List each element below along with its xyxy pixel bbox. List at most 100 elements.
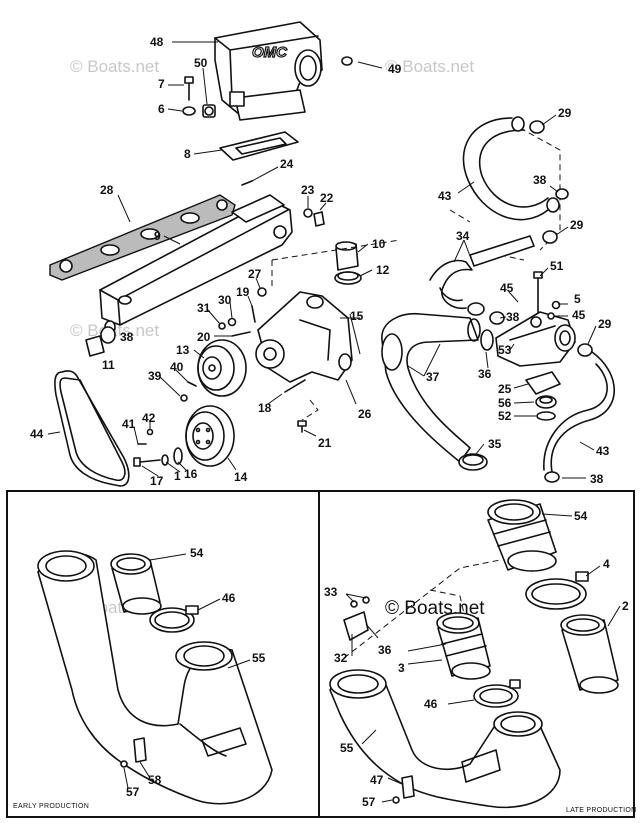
callout-22: 22 xyxy=(320,191,334,205)
callout-3: 3 xyxy=(398,661,405,675)
callout-42: 42 xyxy=(142,411,156,425)
omc-logo: OMC xyxy=(252,44,288,61)
callout-36-late: 36 xyxy=(378,643,392,657)
callout-40: 40 xyxy=(170,360,184,374)
elbow-gasket xyxy=(219,131,299,161)
callout-16: 16 xyxy=(184,467,198,481)
clamps-middle xyxy=(467,302,505,351)
callout-50: 50 xyxy=(194,56,208,70)
callout-55-early: 55 xyxy=(252,651,266,665)
late-production-panel xyxy=(318,490,635,818)
callout-33: 33 xyxy=(324,585,338,599)
late-clamp-4 xyxy=(525,571,589,610)
callout-29-right: 29 xyxy=(598,317,612,331)
callouts-early: 54 46 55 58 57 EARLY PRODUCTION xyxy=(13,546,266,810)
leader-lines-upper xyxy=(47,41,597,479)
callout-25: 25 xyxy=(498,382,512,396)
callout-48: 48 xyxy=(150,35,164,49)
clamp-35 xyxy=(458,453,488,471)
callout-31: 31 xyxy=(197,301,211,315)
small-hardware-top xyxy=(182,56,353,118)
callout-27: 27 xyxy=(248,267,262,281)
callout-34: 34 xyxy=(456,229,470,243)
manifold-hose-pieces xyxy=(85,326,116,357)
dashed-guides-upper xyxy=(271,127,561,421)
bolt-21-head xyxy=(297,420,307,427)
late-adapter-2 xyxy=(560,614,619,694)
callout-38-mid: 38 xyxy=(506,310,520,324)
upper-bypass-hose xyxy=(462,116,569,244)
callout-52: 52 xyxy=(498,409,512,423)
exhaust-manifold xyxy=(99,194,293,334)
early-clamp-46 xyxy=(149,605,199,633)
late-bracket-32-33 xyxy=(343,596,370,641)
callout-53: 53 xyxy=(498,343,512,357)
bolt-18 xyxy=(284,379,306,393)
early-y-pipe xyxy=(37,550,273,805)
callout-45-right: 45 xyxy=(572,308,586,322)
callout-4: 4 xyxy=(603,557,610,571)
thermostat-housing xyxy=(495,311,576,367)
callout-24: 24 xyxy=(280,157,294,171)
callout-23: 23 xyxy=(301,183,315,197)
callout-54-late: 54 xyxy=(574,509,588,523)
watermark-top-left: © Boats.net xyxy=(70,57,159,76)
callout-20: 20 xyxy=(197,330,211,344)
late-y-pipe xyxy=(329,669,561,809)
large-hose-37 xyxy=(381,313,481,463)
callout-32: 32 xyxy=(334,651,348,665)
callout-29-mid: 29 xyxy=(570,218,584,232)
lower-right-hose xyxy=(543,343,615,483)
circulating-pump xyxy=(255,291,353,383)
callout-28: 28 xyxy=(100,183,114,197)
early-coupler-54 xyxy=(110,553,162,615)
pump-pulley xyxy=(197,339,247,397)
pulley-bolts xyxy=(180,381,197,402)
pump-plug xyxy=(257,287,267,297)
leader-lines-early xyxy=(123,553,251,789)
late-coupler-54 xyxy=(487,499,557,572)
callout-38-bottom: 38 xyxy=(590,472,604,486)
callout-35: 35 xyxy=(488,437,502,451)
callout-18: 18 xyxy=(258,401,272,415)
callout-9: 9 xyxy=(154,229,161,243)
callout-44: 44 xyxy=(30,427,44,441)
hose-coupler-and-clamp xyxy=(334,241,362,285)
callout-57-late: 57 xyxy=(362,795,376,809)
early-bracket-58 xyxy=(120,737,147,768)
leader-lines-late xyxy=(345,513,621,803)
callout-7: 7 xyxy=(158,77,165,91)
callout-30: 30 xyxy=(218,293,232,307)
late-clamp-46 xyxy=(473,679,521,708)
thermostat-parts xyxy=(525,371,561,421)
stud xyxy=(241,180,253,186)
drive-belt-inner xyxy=(59,377,126,482)
callout-12: 12 xyxy=(376,263,390,277)
callout-38-top: 38 xyxy=(533,173,547,187)
callout-57-early: 57 xyxy=(126,785,140,799)
callout-1: 1 xyxy=(174,469,181,483)
drive-belt xyxy=(54,370,130,487)
callout-54-early: 54 xyxy=(190,546,204,560)
callout-51: 51 xyxy=(550,259,564,273)
callout-45-left: 45 xyxy=(500,281,514,295)
callout-5: 5 xyxy=(574,292,581,306)
crank-hardware xyxy=(133,428,183,467)
short-hose-34 xyxy=(429,235,535,310)
callout-46-late: 46 xyxy=(424,697,438,711)
callouts-upper: 48 49 50 7 6 8 24 28 9 23 22 10 12 27 31… xyxy=(30,35,612,488)
callout-56: 56 xyxy=(498,396,512,410)
callout-55-late: 55 xyxy=(340,741,354,755)
early-production-caption: EARLY PRODUCTION xyxy=(13,803,89,810)
thermostat-bolts xyxy=(533,271,561,320)
callouts-late: 54 4 2 33 36 32 3 46 55 47 57 LATE PRODU… xyxy=(324,509,637,814)
late-coupler-3 xyxy=(436,612,491,680)
callout-17: 17 xyxy=(150,474,164,488)
callout-29-top: 29 xyxy=(558,106,572,120)
callout-43-top: 43 xyxy=(438,189,452,203)
watermark-top-right: © Boats.net xyxy=(385,57,474,76)
callout-15: 15 xyxy=(350,309,364,323)
late-production-caption: LATE PRODUCTION xyxy=(566,807,637,814)
callout-10: 10 xyxy=(372,237,386,251)
